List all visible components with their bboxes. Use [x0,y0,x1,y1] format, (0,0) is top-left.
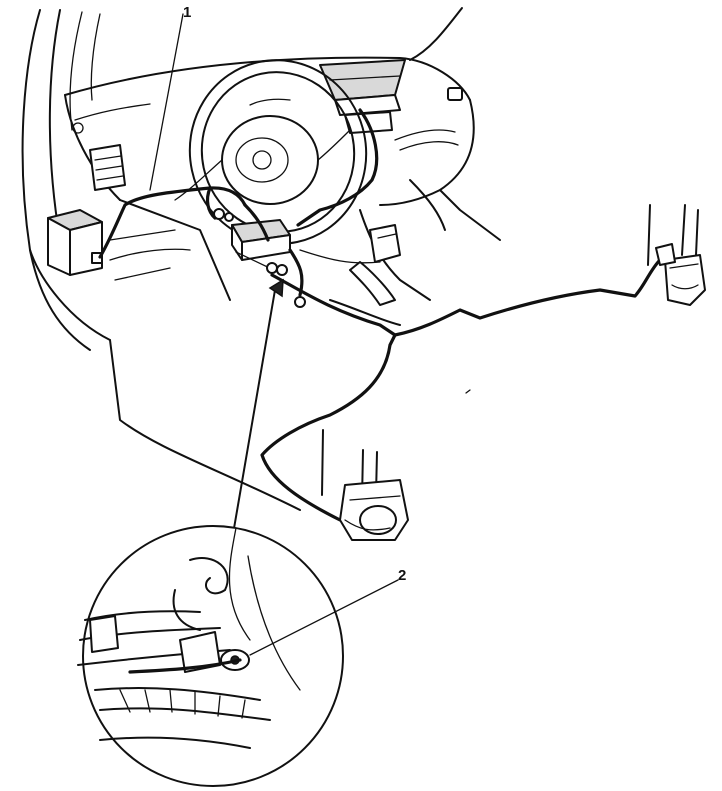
detail-inset [77,525,344,787]
left-seatbelt-tensioner [321,429,409,541]
callout-1-label: 1 [183,4,191,21]
main-wire-harness [98,108,662,522]
steering-wheel [174,59,368,245]
door-frame [21,9,111,351]
callout-2: 2 [249,567,406,656]
callout-2-label: 2 [398,567,406,584]
callout-1: 1 [149,4,191,191]
side-control-unit [47,209,103,276]
dashboard [64,7,501,511]
right-seatbelt-tensioner [647,204,706,306]
detail-pointer-arrow [231,278,284,541]
srs-unit [231,219,291,276]
